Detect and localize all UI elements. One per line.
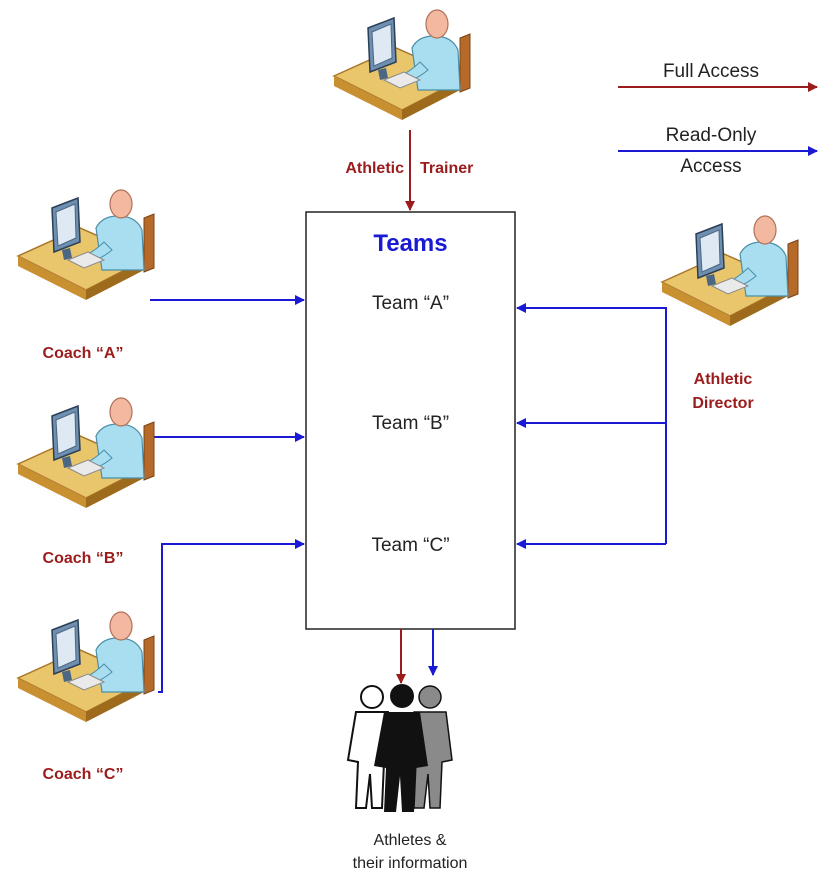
athletic-director-icon <box>661 215 799 327</box>
team-c-label: Team “C” <box>371 535 450 556</box>
legend-read-only-label-line1: Read-Only <box>665 125 757 146</box>
director-trunk-line <box>660 307 667 544</box>
athletic-trainer-icon <box>333 9 471 121</box>
coach-c-label: Coach “C” <box>42 766 124 783</box>
athletes-label-line2: their information <box>352 855 468 872</box>
teams-title: Teams <box>373 230 448 257</box>
athletes-label-line1: Athletes & <box>373 832 447 849</box>
team-b-label: Team “B” <box>371 413 450 434</box>
coach-c-read-arrow <box>158 539 305 693</box>
athletic-trainer-label-word1: Athletic <box>345 160 404 177</box>
coach-b-icon <box>17 397 155 509</box>
athletic-director-label-line1: Athletic <box>693 371 753 388</box>
coach-a-icon <box>17 189 155 301</box>
athletic-director-label-line2: Director <box>692 395 754 412</box>
athletic-trainer-label-word2: Trainer <box>420 160 474 177</box>
teams-box <box>305 211 516 630</box>
legend-full-access-label: Full Access <box>662 61 760 82</box>
team-a-label: Team “A” <box>371 293 450 314</box>
coach-b-label: Coach “B” <box>42 550 124 567</box>
group-of-people-icon <box>346 684 453 812</box>
coach-c-icon <box>17 611 155 723</box>
coach-a-label: Coach “A” <box>42 345 124 362</box>
legend-read-only-label-line2: Access <box>680 156 742 177</box>
